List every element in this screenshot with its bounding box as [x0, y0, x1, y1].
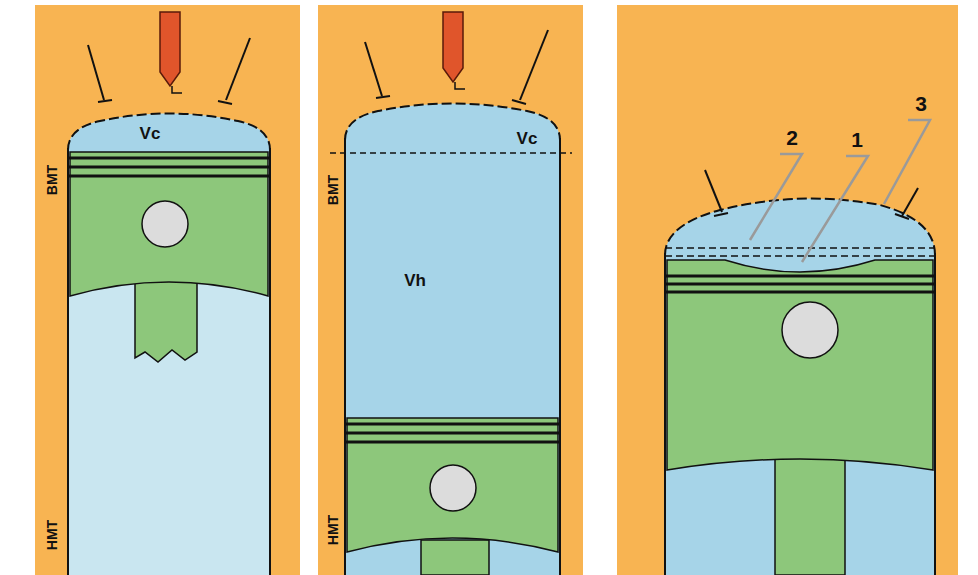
leader-line: [750, 154, 802, 240]
valve-head: [376, 96, 390, 98]
piston-ring: [345, 441, 560, 444]
cylinder-wall: [344, 138, 346, 575]
dead-centre-line: [665, 255, 935, 257]
cylinder-space: [68, 114, 270, 575]
piston-ring: [68, 157, 270, 160]
connecting-rod: [421, 540, 489, 575]
compression-volume: [68, 114, 270, 157]
leader-line: [884, 120, 930, 204]
volume-label: Vc: [517, 130, 538, 147]
valve: [88, 45, 104, 100]
callout-number: 1: [851, 129, 863, 150]
piston-ring: [345, 423, 560, 426]
piston-pin: [430, 465, 476, 511]
cylinder-wall: [559, 138, 561, 575]
callout-number: 2: [786, 127, 798, 148]
volume-label: Vh: [404, 272, 426, 289]
cylinder-wall: [934, 253, 936, 575]
injector: [160, 12, 180, 86]
piston-ring: [665, 275, 935, 278]
cylinder-wall: [67, 148, 69, 575]
combustion-chamber: [665, 199, 935, 575]
valve: [705, 170, 722, 212]
callout-number: 3: [915, 93, 927, 114]
panel-background: [617, 5, 958, 575]
cylinder-head: [68, 114, 270, 151]
valve: [226, 38, 250, 100]
cylinder-wall: [664, 253, 666, 575]
valve: [365, 42, 382, 96]
dead-centre-line: [665, 247, 935, 249]
valve-head: [512, 100, 526, 104]
piston-ring: [68, 166, 270, 169]
panel-background: [318, 5, 583, 575]
cylinder-head: [665, 199, 935, 255]
piston-ring: [345, 432, 560, 435]
piston-ring: [665, 291, 935, 294]
piston-pin: [782, 302, 838, 358]
injector: [443, 12, 463, 82]
valve-head: [895, 214, 909, 219]
dead-centre-label: HMT: [326, 515, 340, 545]
cylinder-wall: [269, 148, 271, 575]
piston: [70, 152, 268, 296]
connecting-rod: [775, 450, 845, 575]
dead-centre-label: BMT: [45, 165, 59, 195]
valve: [520, 30, 548, 100]
valve: [902, 188, 918, 216]
volume-label: Vc: [140, 125, 161, 142]
valve-head: [98, 100, 112, 102]
valve-head: [218, 101, 232, 104]
piston-ring: [68, 175, 270, 178]
dead-centre-label: HMT: [45, 520, 59, 550]
injector-tip: [455, 82, 465, 89]
valve-head: [714, 213, 728, 216]
connecting-rod: [135, 280, 197, 362]
injector-tip: [172, 86, 182, 93]
panel-background: [35, 5, 300, 575]
piston: [347, 418, 558, 552]
piston-pin: [142, 201, 188, 247]
leader-line: [802, 156, 868, 262]
dead-centre-label: BMT: [326, 175, 340, 205]
top-dead-centre-line: [330, 152, 572, 154]
piston-ring: [665, 283, 935, 286]
cylinder-space: [345, 104, 560, 575]
